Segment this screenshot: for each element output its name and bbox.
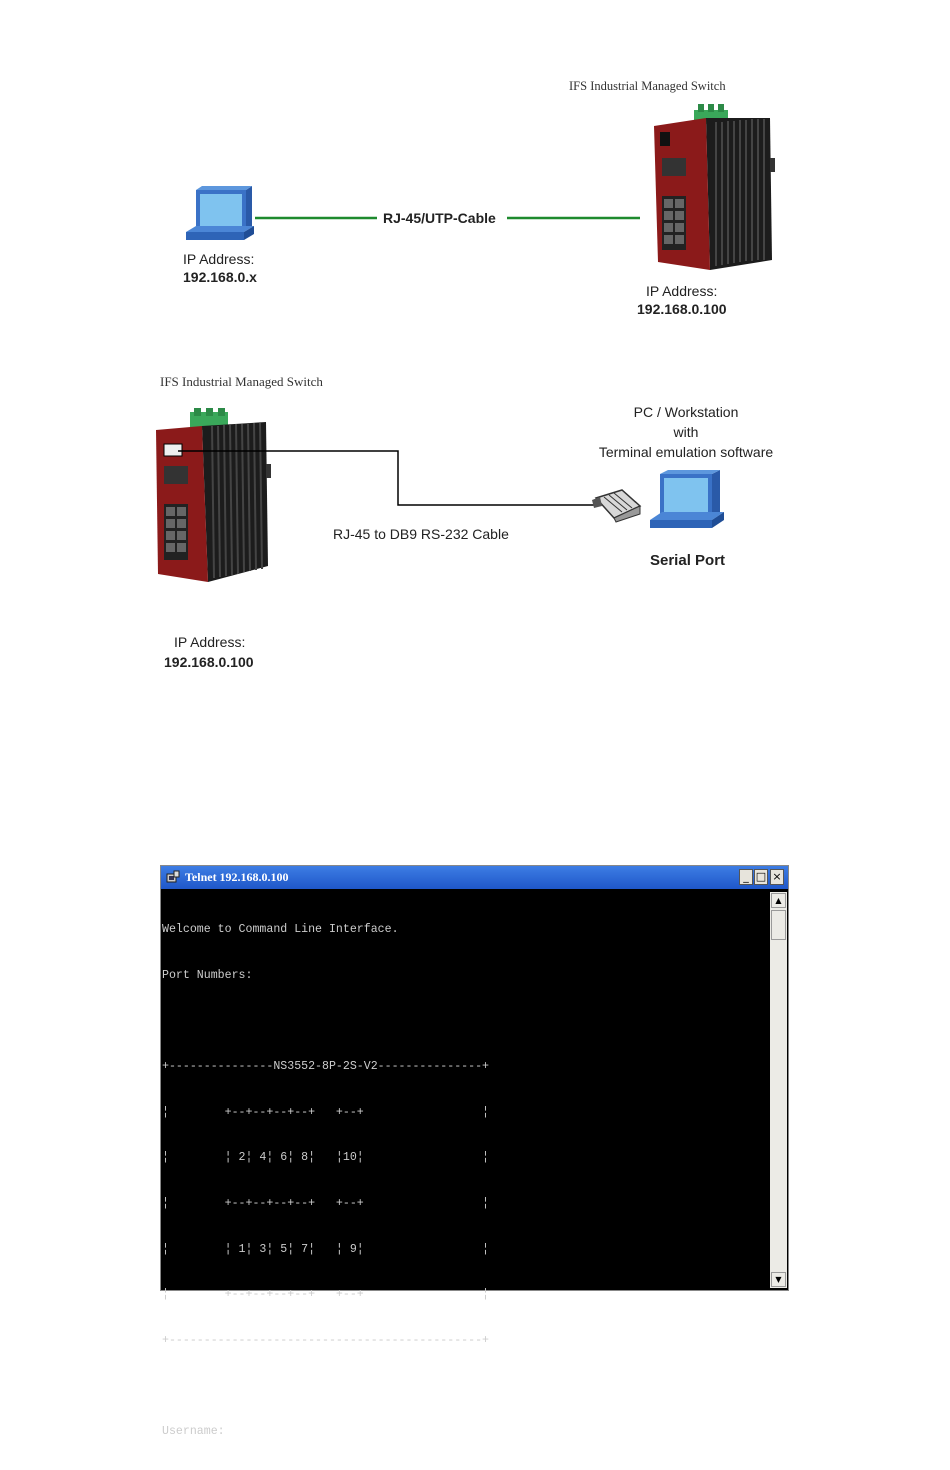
window-title: Telnet 192.168.0.100 xyxy=(185,870,289,884)
console-line: +---------------------------------------… xyxy=(162,1333,489,1347)
pc-workstation-line2: with xyxy=(673,424,699,440)
computer-icon xyxy=(650,470,724,528)
switch-ip-label-1: IP Address: xyxy=(646,283,718,299)
console-line: ​ xyxy=(162,1014,770,1029)
minimize-button[interactable]: _ xyxy=(739,869,753,885)
pc-workstation-line3: Terminal emulation software xyxy=(598,444,774,460)
pc-ip-value: 192.168.0.x xyxy=(183,269,257,285)
pc-ip-label: IP Address: xyxy=(183,251,255,267)
console-line: ¦ +--+--+--+--+ +--+ ¦ xyxy=(162,1197,489,1211)
rj45-connector-icon xyxy=(592,489,642,523)
telnet-app-icon xyxy=(166,870,180,883)
console-line: Port Numbers: xyxy=(162,969,253,983)
console-line: ​ xyxy=(162,1379,770,1394)
maximize-button[interactable]: □ xyxy=(754,869,768,885)
switch-title-2: IFS Industrial Managed Switch xyxy=(160,374,323,389)
computer-icon xyxy=(186,186,254,240)
serial-port-label: Serial Port xyxy=(650,552,726,569)
telnet-window[interactable]: Telnet 192.168.0.100 _ □ × Welcome to Co… xyxy=(160,865,789,1438)
window-titlebar[interactable]: Telnet 192.168.0.100 _ □ × xyxy=(161,866,788,889)
switch-icon xyxy=(654,104,775,270)
console-line: +---------------NS3552-8P-2S-V2---------… xyxy=(162,1060,489,1074)
switch-icon xyxy=(156,408,271,582)
serial-cable-line xyxy=(178,450,596,506)
switch-ip-label-2: IP Address: xyxy=(174,634,246,650)
cable-label-1: RJ-45/UTP-Cable xyxy=(383,210,496,226)
console-line: ¦ +--+--+--+--+ +--+ ¦ xyxy=(162,1288,489,1302)
console-line: Username: xyxy=(162,1425,225,1439)
scroll-up-button[interactable]: ▲ xyxy=(771,893,786,908)
console-line: ¦ ¦ 2¦ 4¦ 6¦ 8¦ ¦10¦ ¦ xyxy=(162,1151,489,1165)
console-line: Welcome to Command Line Interface. xyxy=(162,923,399,937)
scroll-thumb[interactable] xyxy=(771,910,786,940)
console-line: ¦ +--+--+--+--+ +--+ ¦ xyxy=(162,1105,489,1119)
vertical-scrollbar[interactable]: ▲ ▼ xyxy=(770,892,787,1288)
switch-ip-value-2: 192.168.0.100 xyxy=(164,654,254,670)
console-line: ¦ ¦ 1¦ 3¦ 5¦ 7¦ ¦ 9¦ ¦ xyxy=(162,1242,489,1256)
switch-title-1: IFS Industrial Managed Switch xyxy=(569,79,726,93)
close-button[interactable]: × xyxy=(770,869,784,885)
scroll-down-button[interactable]: ▼ xyxy=(771,1272,786,1287)
pc-workstation-line1: PC / Workstation xyxy=(633,404,739,420)
console-output[interactable]: Welcome to Command Line Interface. Port … xyxy=(162,892,770,1438)
serial-cable-label: RJ-45 to DB9 RS-232 Cable xyxy=(333,526,509,542)
switch-ip-value-1: 192.168.0.100 xyxy=(637,301,727,317)
network-cable-line xyxy=(255,216,640,220)
